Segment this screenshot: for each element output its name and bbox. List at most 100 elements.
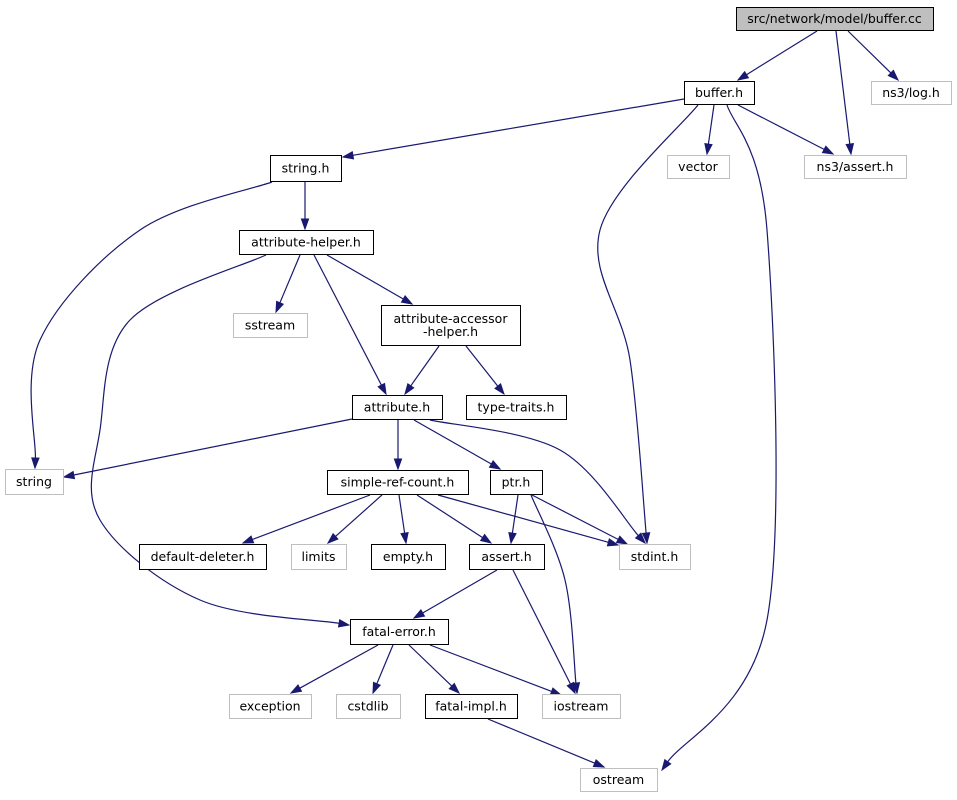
node-vector[interactable]: vector <box>667 155 730 179</box>
node-buffer-cc[interactable]: src/network/model/buffer.cc <box>736 7 934 31</box>
edge-fatal-error-h-to-exception-line <box>299 644 379 689</box>
edge-buffer-h-to-ns3-assert-h <box>737 104 835 155</box>
edge-attribute-helper-h-to-attribute-accessor-helper-h-line <box>326 254 404 300</box>
node-simple-ref-count-h[interactable]: simple-ref-count.h <box>327 470 469 495</box>
node-buffer-cc-label: src/network/model/buffer.cc <box>747 11 922 26</box>
node-default-deleter-h[interactable]: default-deleter.h <box>139 544 267 570</box>
edge-attribute-h-to-stdint-h <box>429 419 647 545</box>
edge-attribute-h-to-simple-ref-count-h <box>393 420 403 471</box>
edge-simple-ref-count-h-to-default-deleter-h-line <box>252 494 371 541</box>
node-default-deleter-h-box <box>139 544 267 570</box>
edge-attribute-h-to-stdint-h-line <box>429 419 639 537</box>
node-stdint-h[interactable]: stdint.h <box>619 544 691 570</box>
edge-ptr-h-to-assert-h-line <box>511 494 519 534</box>
node-fatal-impl-h[interactable]: fatal-impl.h <box>425 694 518 719</box>
node-ptr-h-box <box>490 470 543 495</box>
edge-ptr-h-to-stdint-h <box>531 494 629 545</box>
edge-buffer-h-to-ostream <box>661 104 777 772</box>
edge-attribute-accessor-helper-h-to-attribute-h-line <box>410 345 440 387</box>
edge-buffer-h-to-stdint-h-arrowhead <box>641 532 651 545</box>
edge-simple-ref-count-h-to-default-deleter-h <box>241 494 371 544</box>
node-ns3-assert-h[interactable]: ns3/assert.h <box>804 155 907 179</box>
node-vector-box <box>667 155 730 179</box>
edge-string-h-to-attribute-helper-h <box>300 182 310 231</box>
edge-simple-ref-count-h-to-stdint-h-line <box>437 494 609 543</box>
edge-fatal-error-h-to-fatal-impl-h <box>408 644 461 695</box>
edge-attribute-h-to-string <box>62 418 353 480</box>
edge-fatal-impl-h-to-ostream-line <box>487 718 596 764</box>
node-buffer-h[interactable]: buffer.h <box>684 81 755 105</box>
node-empty-h-box <box>371 544 446 570</box>
node-sstream[interactable]: sstream <box>233 313 308 338</box>
node-string-h[interactable]: string.h <box>270 155 342 182</box>
edge-attribute-accessor-helper-h-to-type-traits-h-arrowhead <box>494 383 505 396</box>
edge-simple-ref-count-h-to-limits-arrowhead <box>326 532 339 544</box>
node-empty-h-label: empty.h <box>383 549 433 564</box>
node-attribute-helper-h-label: attribute-helper.h <box>251 235 361 250</box>
node-empty-h[interactable]: empty.h <box>371 544 446 570</box>
edge-fatal-error-h-to-iostream-line <box>429 644 552 692</box>
node-ostream[interactable]: ostream <box>580 768 658 792</box>
edge-fatal-error-h-to-exception-arrowhead <box>289 684 303 694</box>
node-limits[interactable]: limits <box>291 544 347 570</box>
edge-attribute-h-to-ptr-h <box>413 419 502 470</box>
node-cstdlib-label: cstdlib <box>347 699 388 714</box>
node-attribute-h-box <box>352 395 443 420</box>
node-fatal-error-h[interactable]: fatal-error.h <box>350 619 449 645</box>
node-attribute-helper-h[interactable]: attribute-helper.h <box>239 230 374 255</box>
edge-buffer-cc-to-buffer-h <box>736 30 818 81</box>
edge-ptr-h-to-iostream <box>530 494 581 695</box>
edge-buffer-cc-to-log-h <box>847 30 900 82</box>
edge-buffer-h-to-stdint-h <box>597 104 699 545</box>
edge-string-h-to-attribute-helper-h-arrowhead <box>300 218 310 231</box>
node-type-traits-h[interactable]: type-traits.h <box>466 395 567 420</box>
edge-ptr-h-to-assert-h-arrowhead <box>508 532 517 545</box>
edge-attribute-accessor-helper-h-to-attribute-h-arrowhead <box>404 382 415 396</box>
edge-buffer-cc-to-buffer-h-line <box>746 30 818 76</box>
edge-fatal-impl-h-to-ostream <box>487 718 606 768</box>
edge-attribute-h-to-ptr-h-arrowhead <box>488 460 502 470</box>
edge-fatal-error-h-to-fatal-impl-h-line <box>408 644 453 687</box>
edge-attribute-h-to-string-line <box>73 418 353 476</box>
node-attribute-helper-h-box <box>239 230 374 255</box>
node-ptr-h[interactable]: ptr.h <box>490 470 543 495</box>
node-string[interactable]: string <box>5 469 64 495</box>
edge-attribute-helper-h-to-sstream-line <box>279 254 301 304</box>
edge-ptr-h-to-assert-h <box>508 494 519 545</box>
edge-ptr-h-to-iostream-line <box>530 494 577 684</box>
edge-buffer-cc-to-ns3-assert-h <box>835 30 855 156</box>
edge-buffer-h-to-ns3-assert-h-arrowhead <box>821 145 835 155</box>
node-log-h[interactable]: ns3/log.h <box>871 81 952 105</box>
node-vector-label: vector <box>678 159 719 174</box>
node-fatal-impl-h-label: fatal-impl.h <box>435 699 507 714</box>
edge-attribute-helper-h-to-sstream <box>275 254 301 314</box>
edge-simple-ref-count-h-to-empty-h <box>398 494 409 545</box>
node-attribute-accessor-helper-h-label-1: attribute-accessor <box>394 311 509 326</box>
edge-attribute-helper-h-to-fatal-error-h <box>90 254 351 628</box>
node-string-h-label: string.h <box>282 161 330 176</box>
node-stdint-h-box <box>619 544 691 570</box>
node-exception-label: exception <box>239 699 300 714</box>
node-iostream[interactable]: iostream <box>542 694 621 719</box>
edge-simple-ref-count-h-to-stdint-h <box>437 494 620 547</box>
node-cstdlib[interactable]: cstdlib <box>336 694 401 719</box>
edge-attribute-helper-h-to-fatal-error-h-line <box>90 254 340 624</box>
node-buffer-h-label: buffer.h <box>695 85 743 100</box>
nodes-layer: src/network/model/buffer.cc buffer.h ns3/l… <box>5 7 952 792</box>
edge-fatal-error-h-to-iostream <box>429 644 563 696</box>
edge-attribute-helper-h-to-sstream-arrowhead <box>275 300 285 314</box>
node-ns3-assert-h-box <box>804 155 907 179</box>
edge-string-h-to-string <box>30 181 273 470</box>
node-exception[interactable]: exception <box>229 694 312 719</box>
edge-simple-ref-count-h-to-assert-h-line <box>416 494 483 539</box>
node-assert-h[interactable]: assert.h <box>469 544 545 570</box>
node-attribute-accessor-helper-h[interactable]: attribute-accessor-helper.h <box>381 305 521 346</box>
node-default-deleter-h-label: default-deleter.h <box>151 549 255 564</box>
node-string-h-box <box>270 155 342 182</box>
node-fatal-error-h-box <box>350 619 449 645</box>
edge-buffer-h-to-ns3-assert-h-line <box>737 104 825 150</box>
edge-attribute-helper-h-to-attribute-accessor-helper-h <box>326 254 414 305</box>
node-attribute-h[interactable]: attribute.h <box>352 395 443 420</box>
node-exception-box <box>229 694 312 719</box>
node-ostream-label: ostream <box>593 772 644 787</box>
